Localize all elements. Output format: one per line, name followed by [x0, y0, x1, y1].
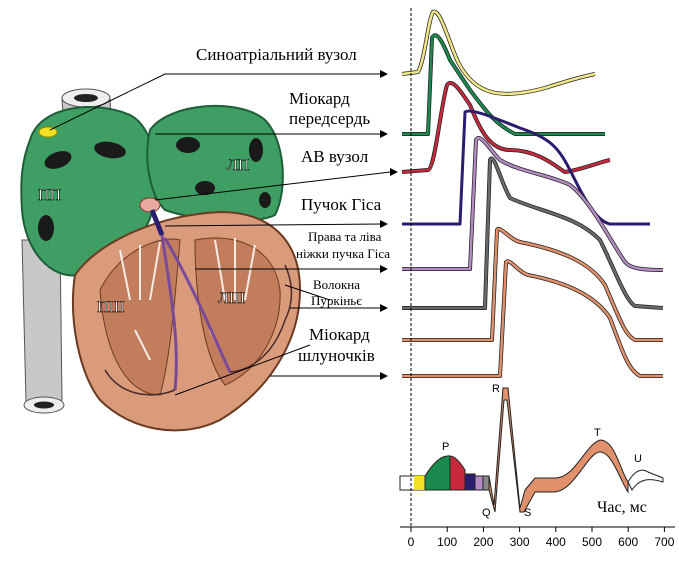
- ecg-label-s: S: [524, 507, 531, 519]
- label-av-node: АВ вузол: [301, 147, 369, 166]
- leader-av: [154, 171, 391, 201]
- label-ventricle-2: шлуночків: [298, 346, 375, 365]
- time-tick-label: 100: [437, 535, 457, 549]
- leader-his: [164, 223, 383, 227]
- time-tick-label: 500: [582, 535, 602, 549]
- ecg-label-r: R: [492, 383, 500, 395]
- bundle-branch-right: [160, 234, 178, 391]
- label-his-bundle: Пучок Гіса: [301, 195, 382, 214]
- chamber-label-la: ЛП: [227, 157, 250, 174]
- ecg-u-wave: [627, 469, 664, 491]
- ecg-trace: P Q R S T U: [399, 383, 664, 519]
- action-potential-traces: [401, 9, 664, 378]
- time-tick-label: 300: [510, 535, 530, 549]
- time-tick-label: 400: [546, 535, 566, 549]
- time-axis: 0 100 200 300 400 500 600 700 Час, мс: [400, 8, 675, 549]
- left-atrium: [146, 104, 284, 222]
- label-purkinje-2: Пуркіньє: [311, 293, 362, 308]
- time-tick-label: 0: [408, 535, 415, 549]
- leader-lines: [49, 73, 391, 396]
- sa-node: [38, 126, 58, 138]
- chamber-label-ra: ПП: [38, 187, 62, 204]
- ap-ventricle-2: [402, 259, 663, 378]
- time-tick-label: 600: [618, 535, 638, 549]
- label-atrial-1: Міокард: [289, 89, 350, 108]
- label-purkinje-1: Волокна: [313, 277, 360, 292]
- leader-sa: [49, 73, 382, 131]
- bundle-branch-left: [163, 237, 232, 373]
- leader-purkinje-b: [284, 284, 331, 301]
- time-tick-label: 200: [473, 535, 493, 549]
- right-ventricle-cavity: [99, 238, 181, 396]
- time-axis-label: Час, мс: [597, 499, 647, 516]
- ap-purkinje: [402, 156, 664, 310]
- ap-bundle-branches: [402, 136, 664, 272]
- label-branches-2: ніжки пучка Гіса: [296, 246, 390, 261]
- label-atrial-2: передсердь: [289, 109, 370, 128]
- ecg-label-p: P: [442, 441, 449, 453]
- chamber-label-rv: ПШ: [97, 299, 125, 316]
- his-bundle: [149, 209, 165, 236]
- leader-arrowheads: [380, 70, 398, 380]
- ecg-label-u: U: [634, 453, 642, 465]
- leader-ventricle-b: [174, 344, 311, 396]
- label-sa-node: Синоатріальний вузол: [196, 45, 357, 64]
- ecg-qrs: [488, 387, 629, 513]
- label-ventricle-1: Міокард: [309, 325, 370, 344]
- time-axis-ticks: 0 100 200 300 400 500 600 700: [408, 527, 675, 549]
- ecg-label-q: Q: [482, 507, 491, 519]
- label-branches-1: Права та ліва: [308, 229, 382, 244]
- time-tick-label: 700: [654, 535, 674, 549]
- atrial-wall-openings: [38, 137, 271, 241]
- heart-illustration: ПП ЛП ПШ ЛШ: [20, 88, 302, 432]
- ecg-label-t: T: [594, 427, 601, 439]
- av-node: [139, 197, 161, 213]
- chamber-label-lv: ЛШ: [218, 290, 245, 307]
